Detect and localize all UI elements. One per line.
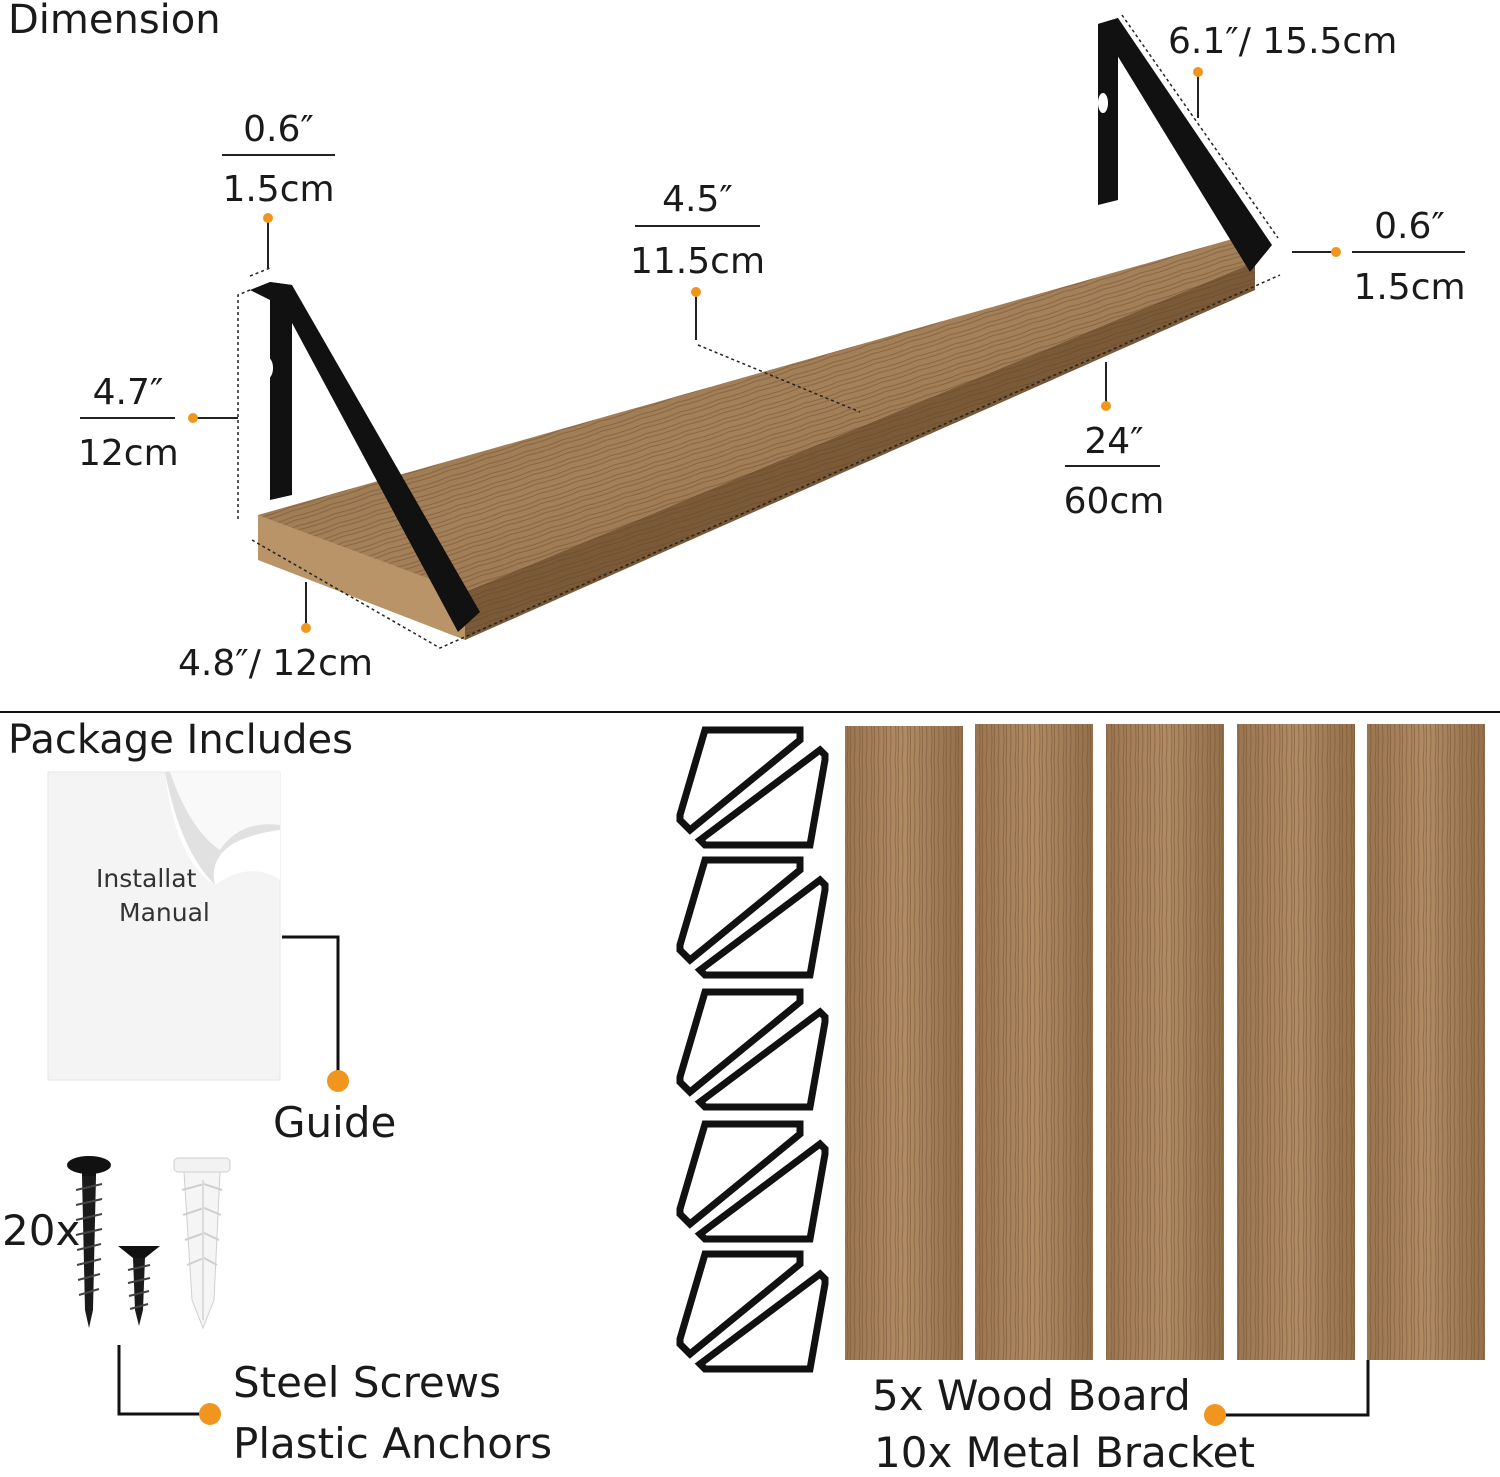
guide-connector — [282, 935, 340, 1078]
bracket-thickness-left-cm: 1.5cm — [222, 169, 335, 210]
manual-line1: Installat — [96, 864, 197, 893]
manual-line2: Manual — [119, 898, 210, 927]
wood-board — [1106, 724, 1224, 1360]
left-bracket — [250, 282, 480, 632]
metal-bracket-label: 10x Metal Bracket — [874, 1428, 1255, 1477]
screws-connector — [117, 1345, 200, 1416]
dimension-title: Dimension — [8, 0, 221, 43]
plastic-anchors-label: Plastic Anchors — [233, 1419, 553, 1468]
wood-board — [975, 724, 1093, 1360]
wood-boards — [845, 724, 1485, 1360]
bracket-pair — [676, 1250, 829, 1373]
bracket-pair — [676, 726, 829, 849]
brackets-illustration — [676, 726, 829, 1373]
wood-board — [1237, 724, 1355, 1360]
right-bracket — [1098, 18, 1272, 272]
dimension-rules — [80, 72, 1465, 626]
bracket-thickness-right-cm: 1.5cm — [1353, 267, 1466, 308]
guide-label: Guide — [273, 1098, 397, 1147]
shelf-depth-cm: 11.5cm — [630, 241, 766, 282]
screws-count: 20x — [2, 1206, 81, 1255]
shelf-depth-inch: 4.5″ — [662, 179, 733, 220]
package-title: Package Includes — [8, 717, 353, 763]
shelf-length-cm: 60cm — [1063, 481, 1165, 522]
shelf-illustration — [237, 14, 1281, 649]
accent-dots — [188, 67, 1341, 633]
manual-illustration — [47, 771, 281, 1081]
wood-board — [845, 726, 963, 1360]
shelf-length-inch: 24″ — [1084, 421, 1144, 462]
shelf-width: 4.8″/ 12cm — [178, 643, 373, 684]
bracket-length: 6.1″/ 15.5cm — [1168, 21, 1398, 62]
wood-board-label: 5x Wood Board — [872, 1371, 1191, 1420]
bracket-height-cm: 12cm — [78, 433, 179, 474]
wood-board — [1367, 724, 1485, 1360]
bracket-thickness-left-inch: 0.6″ — [243, 109, 314, 150]
shelf-front — [258, 515, 465, 640]
bracket-pair — [676, 988, 829, 1111]
bracket-thickness-right-inch: 0.6″ — [1374, 206, 1445, 247]
bracket-pair — [676, 1120, 829, 1243]
steel-screws-label: Steel Screws — [233, 1358, 501, 1407]
screws-illustration — [67, 1156, 231, 1330]
boards-connector — [1225, 1360, 1370, 1417]
bracket-height-inch: 4.7″ — [92, 372, 164, 413]
bracket-pair — [676, 856, 829, 979]
